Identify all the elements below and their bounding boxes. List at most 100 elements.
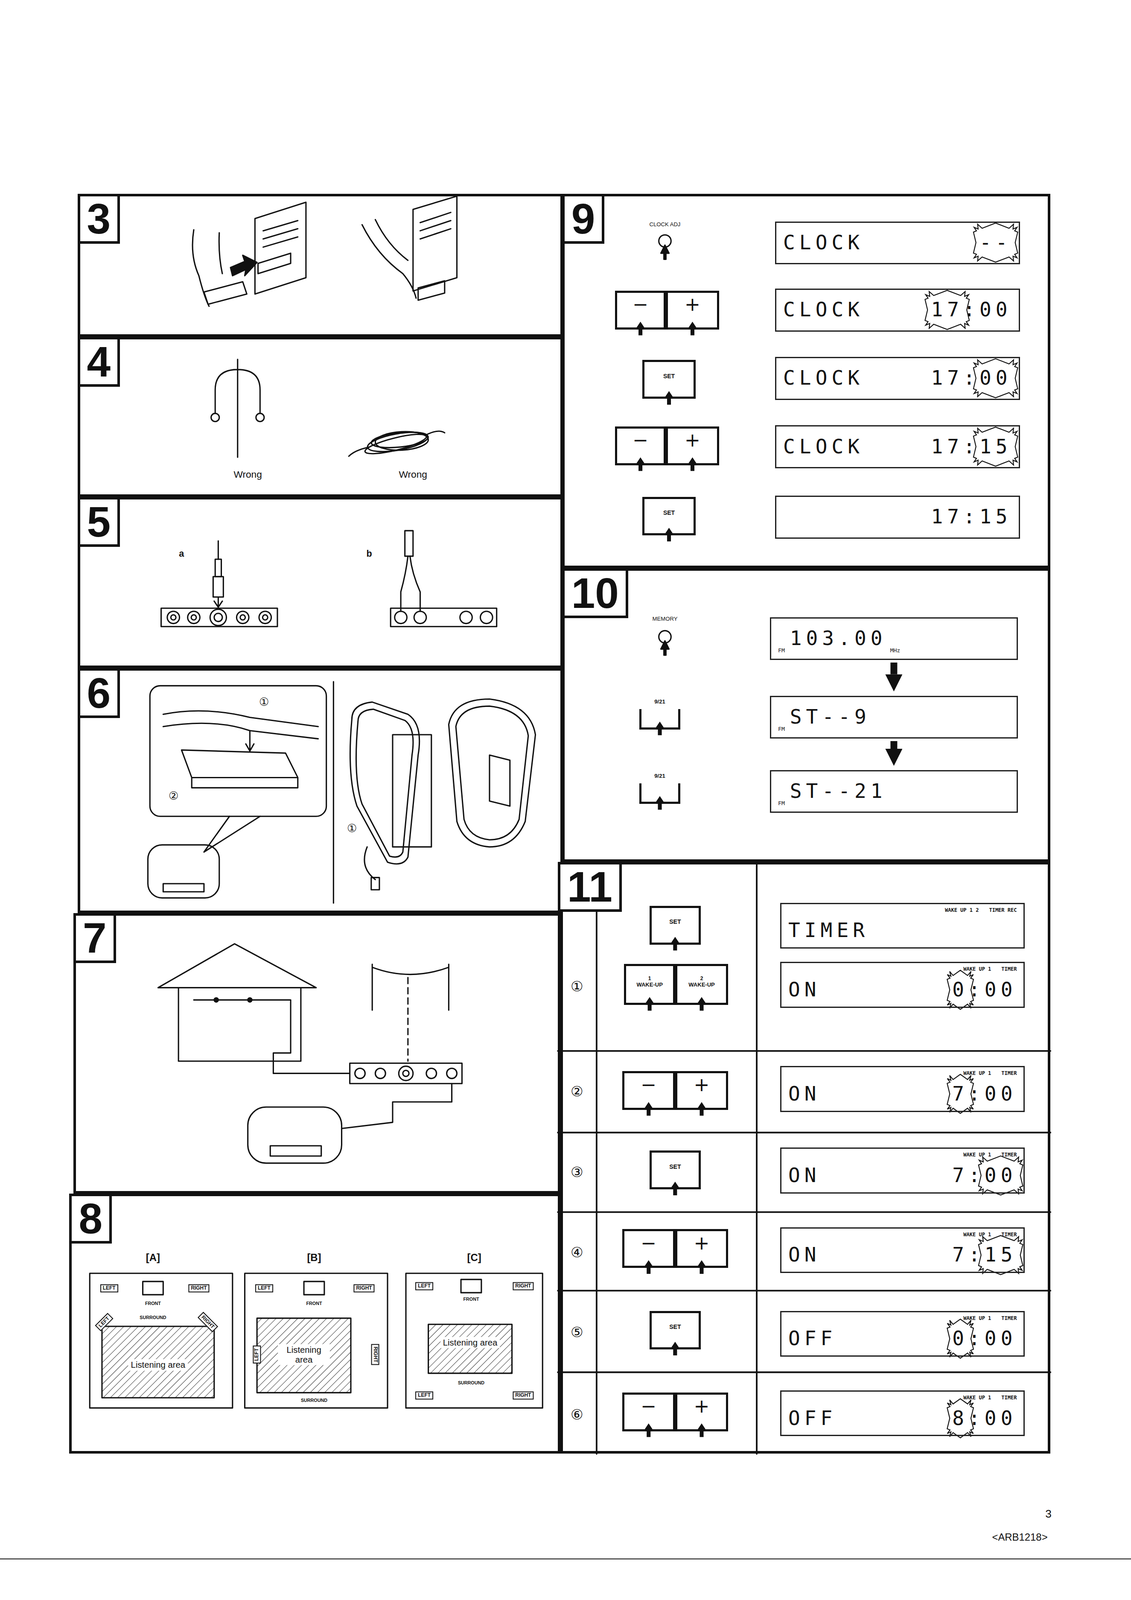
label: [A] (145, 1251, 161, 1263)
step-panel: 11SETWAKE UP 1 2TIMER RECTIMER1WAKE-UP2W… (557, 861, 1051, 1454)
indicator-text: WAKE UP 1 (963, 1231, 992, 1237)
lcd-text: TIMER (788, 920, 869, 940)
speaker-label: LEFT (255, 1283, 274, 1292)
panel-number: 5 (80, 499, 121, 547)
lcd-display: FM103.00MHz (769, 617, 1018, 660)
callout-number: ② (168, 789, 179, 802)
lcd-text: 8:00 (952, 1407, 1017, 1428)
indicator-text: TIMER (1001, 966, 1017, 972)
speaker-layout-figure (89, 1273, 543, 1408)
panel-number: 3 (80, 196, 121, 244)
set-button: SET (642, 359, 696, 399)
preset-button: 9/21 (639, 708, 681, 730)
indicator-text: TIMER (1001, 1151, 1017, 1158)
indicator-text: WAKE UP 1 (963, 1070, 992, 1076)
set-button: SET (649, 1150, 701, 1190)
indicator-text: TIMER (1001, 1315, 1017, 1321)
wrong-note: Wrong (233, 469, 262, 480)
speaker-label: RIGHT (197, 1311, 219, 1333)
wrong-note: Wrong (399, 469, 428, 480)
label: SURROUND (457, 1380, 485, 1386)
plus-minus-button: + (675, 1228, 729, 1268)
button-label: + (684, 294, 701, 314)
plus-minus-button: + (675, 1392, 729, 1432)
plus-minus-button: − (622, 1070, 676, 1110)
page-footer: <ARB1218> (991, 1531, 1048, 1543)
lcd-display: FMST--21 (769, 769, 1018, 813)
indicator-text: TIMER (1001, 1231, 1017, 1237)
indicator-text: WAKE UP 1 (963, 966, 992, 972)
lcd-text: 17:00 (930, 299, 1012, 320)
preset-button: 9/21 (639, 783, 681, 804)
button-label: + (684, 430, 701, 450)
step-panel: 8 (69, 1193, 563, 1454)
lcd-display: WAKE UP 1 TIMER ON 7:00 (780, 1147, 1025, 1194)
step-panel: 4 (77, 336, 563, 497)
row-number: ⑥ (570, 1406, 584, 1423)
indicator-text: WAKE UP 1 2 (944, 907, 979, 913)
button-label: − (640, 1233, 657, 1253)
loop-antenna-figure (147, 681, 536, 904)
lcd-text: ST--9 (789, 706, 871, 727)
row-number: ② (570, 1083, 584, 1099)
button-label: − (640, 1396, 657, 1416)
area-label: Listening area (440, 1336, 501, 1348)
flow-arrow (890, 740, 898, 749)
lcd-display: FM ST--9 (769, 695, 1018, 739)
lcd-display: CLOCK 17:00 (775, 288, 1020, 332)
page-footer: 3 (1045, 1507, 1052, 1520)
wake-up-button: 1WAKE-UP (623, 963, 675, 1005)
row-number: ⑤ (570, 1323, 584, 1340)
lcd-text: FM (778, 725, 785, 732)
step-panel: 3 (77, 193, 563, 337)
lcd-text: ON (788, 1083, 821, 1104)
label: SURROUND (139, 1314, 167, 1321)
lcd-text: OFF (788, 1407, 837, 1428)
button-label: + (693, 1396, 710, 1416)
panel-number: 9 (564, 196, 605, 244)
button-label: 2 (700, 975, 704, 981)
lcd-text: CLOCK (783, 232, 864, 253)
wake-up-button: 2WAKE-UP (675, 963, 729, 1005)
indicator-text: WAKE UP 1 (963, 1315, 992, 1321)
button-label: 9/21 (654, 772, 665, 779)
indicator-text: TIMER (1001, 1070, 1017, 1076)
plus-minus-button: − (622, 1228, 676, 1268)
lcd-text: ON (788, 979, 821, 1000)
lcd-display: WAKE UP 1TIMERON7:00 (780, 1065, 1025, 1112)
speaker-label: RIGHT (188, 1283, 210, 1292)
label: [B] (306, 1251, 321, 1263)
lcd-text: 0:00 (952, 1328, 1017, 1348)
speaker-label: RIGHT (353, 1283, 375, 1292)
panel-number: 8 (71, 1195, 112, 1244)
lcd-text: OFF (788, 1328, 837, 1348)
lcd-display: 17:15 (775, 495, 1020, 539)
page-rule (0, 1558, 1131, 1560)
indicator-text: WAKE UP 1 (963, 1151, 992, 1158)
speaker-label: RIGHT (512, 1390, 534, 1400)
row-number: ④ (570, 1244, 584, 1261)
panel-number: 10 (564, 570, 629, 618)
step-panel: 7 (73, 912, 563, 1194)
terminal-figure (161, 530, 497, 627)
lcd-text: 0:00 (952, 979, 1017, 1000)
button-label: SET (669, 1163, 681, 1170)
set-button: SET (642, 496, 696, 536)
row-number: ③ (570, 1163, 584, 1180)
lcd-display: WAKE UP 1 TIMER ON 0:00 (780, 961, 1025, 1008)
area-label: Listening area (128, 1358, 189, 1371)
house-antenna-figure (157, 943, 462, 1164)
lcd-text: CLOCK (783, 299, 864, 320)
lcd-text: 17:15 (930, 506, 1012, 527)
flash-mark (973, 223, 1018, 263)
button-label: SET (663, 509, 675, 516)
area-label: Listening area (277, 1343, 330, 1365)
lcd-display: CLOCK17:15 (775, 425, 1020, 468)
lcd-text: ON (788, 1165, 821, 1185)
lcd-text: 7:00 (952, 1165, 1017, 1185)
callout-letter: a (178, 548, 184, 560)
button-label: 1 (648, 975, 652, 981)
indicator-text: TIMER (1001, 1394, 1017, 1400)
tuner-plug-figure (192, 195, 457, 307)
